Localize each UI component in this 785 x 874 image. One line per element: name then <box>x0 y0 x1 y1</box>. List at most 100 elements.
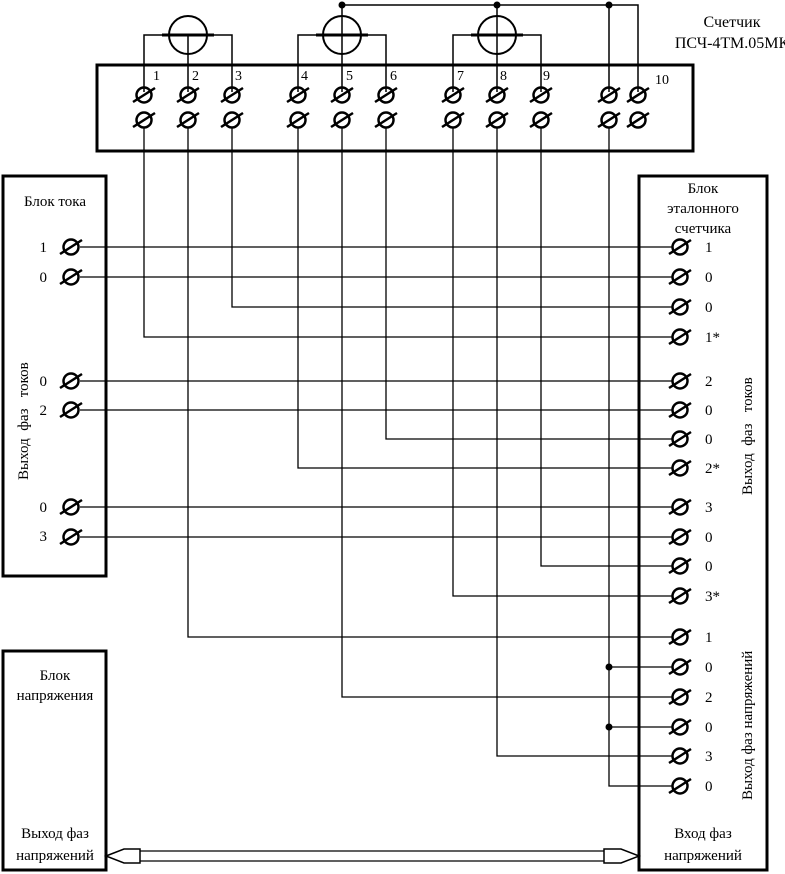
screw-slot <box>668 238 692 256</box>
reference-input-label-line1: Вход фаз <box>674 826 732 842</box>
voltage-output-label-line1: Выход фаз <box>21 826 89 842</box>
screw-slot <box>668 658 692 676</box>
screw-slot <box>286 86 310 104</box>
reference-current-terminal-label: 0 <box>705 432 713 448</box>
reference-voltage-terminal <box>668 688 692 706</box>
screw-slot <box>668 459 692 477</box>
wire <box>385 128 672 440</box>
screw-slot <box>597 111 621 129</box>
wire <box>341 128 672 698</box>
meter-terminal-number-6: 6 <box>390 69 397 84</box>
meter-terminal-screw <box>374 111 398 129</box>
screw-slot <box>59 372 83 390</box>
reference-current-terminal <box>668 430 692 448</box>
reference-current-terminal <box>668 238 692 256</box>
junction-dot <box>605 663 613 671</box>
current-terminal-label-0a: 0 <box>40 270 48 286</box>
screw-slot <box>485 86 509 104</box>
screw-slot <box>668 328 692 346</box>
reference-current-terminal <box>668 459 692 477</box>
current-terminal-label-2: 2 <box>40 403 48 419</box>
meter-terminal-number-5: 5 <box>346 69 353 84</box>
screw-slot <box>668 298 692 316</box>
meter-terminal-strip <box>95 63 695 153</box>
wire <box>496 128 672 757</box>
reference-block-title-line1: Блок <box>688 181 719 197</box>
screw-slot <box>529 111 553 129</box>
terminal-screws <box>59 238 692 795</box>
reference-current-terminal-label: 1* <box>705 330 720 346</box>
reference-current-terminal <box>668 587 692 605</box>
current-terminal-label-1: 1 <box>40 240 48 256</box>
screw-slot <box>59 498 83 516</box>
current-output-terminal <box>59 372 83 390</box>
reference-current-terminal-label: 3* <box>705 589 720 605</box>
reference-voltage-terminal <box>668 747 692 765</box>
screw-slot <box>668 528 692 546</box>
current-output-terminal <box>59 238 83 256</box>
voltage-input-connector <box>603 848 642 864</box>
meter-terminal-screw <box>286 111 310 129</box>
screw-slot <box>132 86 156 104</box>
meter-terminal-number-10: 10 <box>655 73 669 88</box>
reference-voltage-terminal <box>668 777 692 795</box>
meter: Счетчик ПСЧ-4ТМ.05МК 1 2 3 4 5 6 7 8 9 1… <box>95 1 785 153</box>
meter-terminal-number-3: 3 <box>235 69 242 84</box>
current-output-terminal <box>59 498 83 516</box>
reference-current-terminal <box>668 557 692 575</box>
current-output-terminal <box>59 268 83 286</box>
reference-voltage-label: Выход фаз напряжений <box>740 651 756 800</box>
meter-terminal-screw <box>220 86 244 104</box>
current-block-frame <box>1 174 108 578</box>
voltage-neutral-bus <box>187 4 639 92</box>
reference-block: Блок эталонного счетчика Выход фаз токов… <box>637 174 769 872</box>
reference-current-terminal-label: 2 <box>705 374 713 390</box>
wire <box>187 128 672 638</box>
meter-title-line2: ПСЧ-4ТМ.05МК <box>675 35 785 52</box>
meter-terminal-number-8: 8 <box>500 69 507 84</box>
meter-title-line1: Счетчик <box>704 14 761 31</box>
meter-terminal-screw <box>529 111 553 129</box>
junction-dot <box>605 723 613 731</box>
reference-block-title-line2: эталонного <box>667 201 739 217</box>
current-output-terminal <box>59 528 83 546</box>
screw-slot <box>668 777 692 795</box>
meter-terminal-screw <box>286 86 310 104</box>
reference-voltage-terminal <box>668 718 692 736</box>
current-output-terminal <box>59 401 83 419</box>
current-block: Блок тока Выход фаз токов 1 0 0 2 0 3 <box>1 174 108 578</box>
meter-terminal-labels: 1 2 3 4 5 6 7 8 9 10 <box>153 69 669 88</box>
screw-slot <box>220 111 244 129</box>
current-terminal-label-3: 3 <box>40 529 48 545</box>
voltage-block-frame <box>1 649 108 872</box>
reference-block-title-line3: счетчика <box>675 221 732 237</box>
screw-slot <box>220 86 244 104</box>
meter-terminal-screw <box>597 111 621 129</box>
screw-slot <box>668 498 692 516</box>
screw-slot <box>374 86 398 104</box>
meter-terminal-screw <box>176 111 200 129</box>
screw-slot <box>132 111 156 129</box>
screw-slot <box>668 557 692 575</box>
reference-current-terminal-label: 0 <box>705 270 713 286</box>
reference-current-terminal <box>668 401 692 419</box>
current-terminal-label-0c: 0 <box>40 500 48 516</box>
screw-slot <box>176 111 200 129</box>
wire <box>297 128 672 469</box>
voltage-block: Блок напряжения Выход фаз напряжений <box>1 649 108 872</box>
reference-current-terminal-label: 0 <box>705 530 713 546</box>
voltage-output-connector <box>103 848 141 864</box>
screw-slot <box>286 111 310 129</box>
screw-slot <box>59 401 83 419</box>
reference-current-terminal-label: 0 <box>705 300 713 316</box>
screw-slot <box>668 587 692 605</box>
reference-voltage-terminal-label: 0 <box>705 720 713 736</box>
meter-terminal-screw <box>330 86 354 104</box>
screw-slot <box>597 86 621 104</box>
screw-slot <box>626 111 650 129</box>
screw-slot <box>59 528 83 546</box>
reference-voltage-terminal-label: 1 <box>705 630 713 646</box>
screw-slot <box>668 628 692 646</box>
